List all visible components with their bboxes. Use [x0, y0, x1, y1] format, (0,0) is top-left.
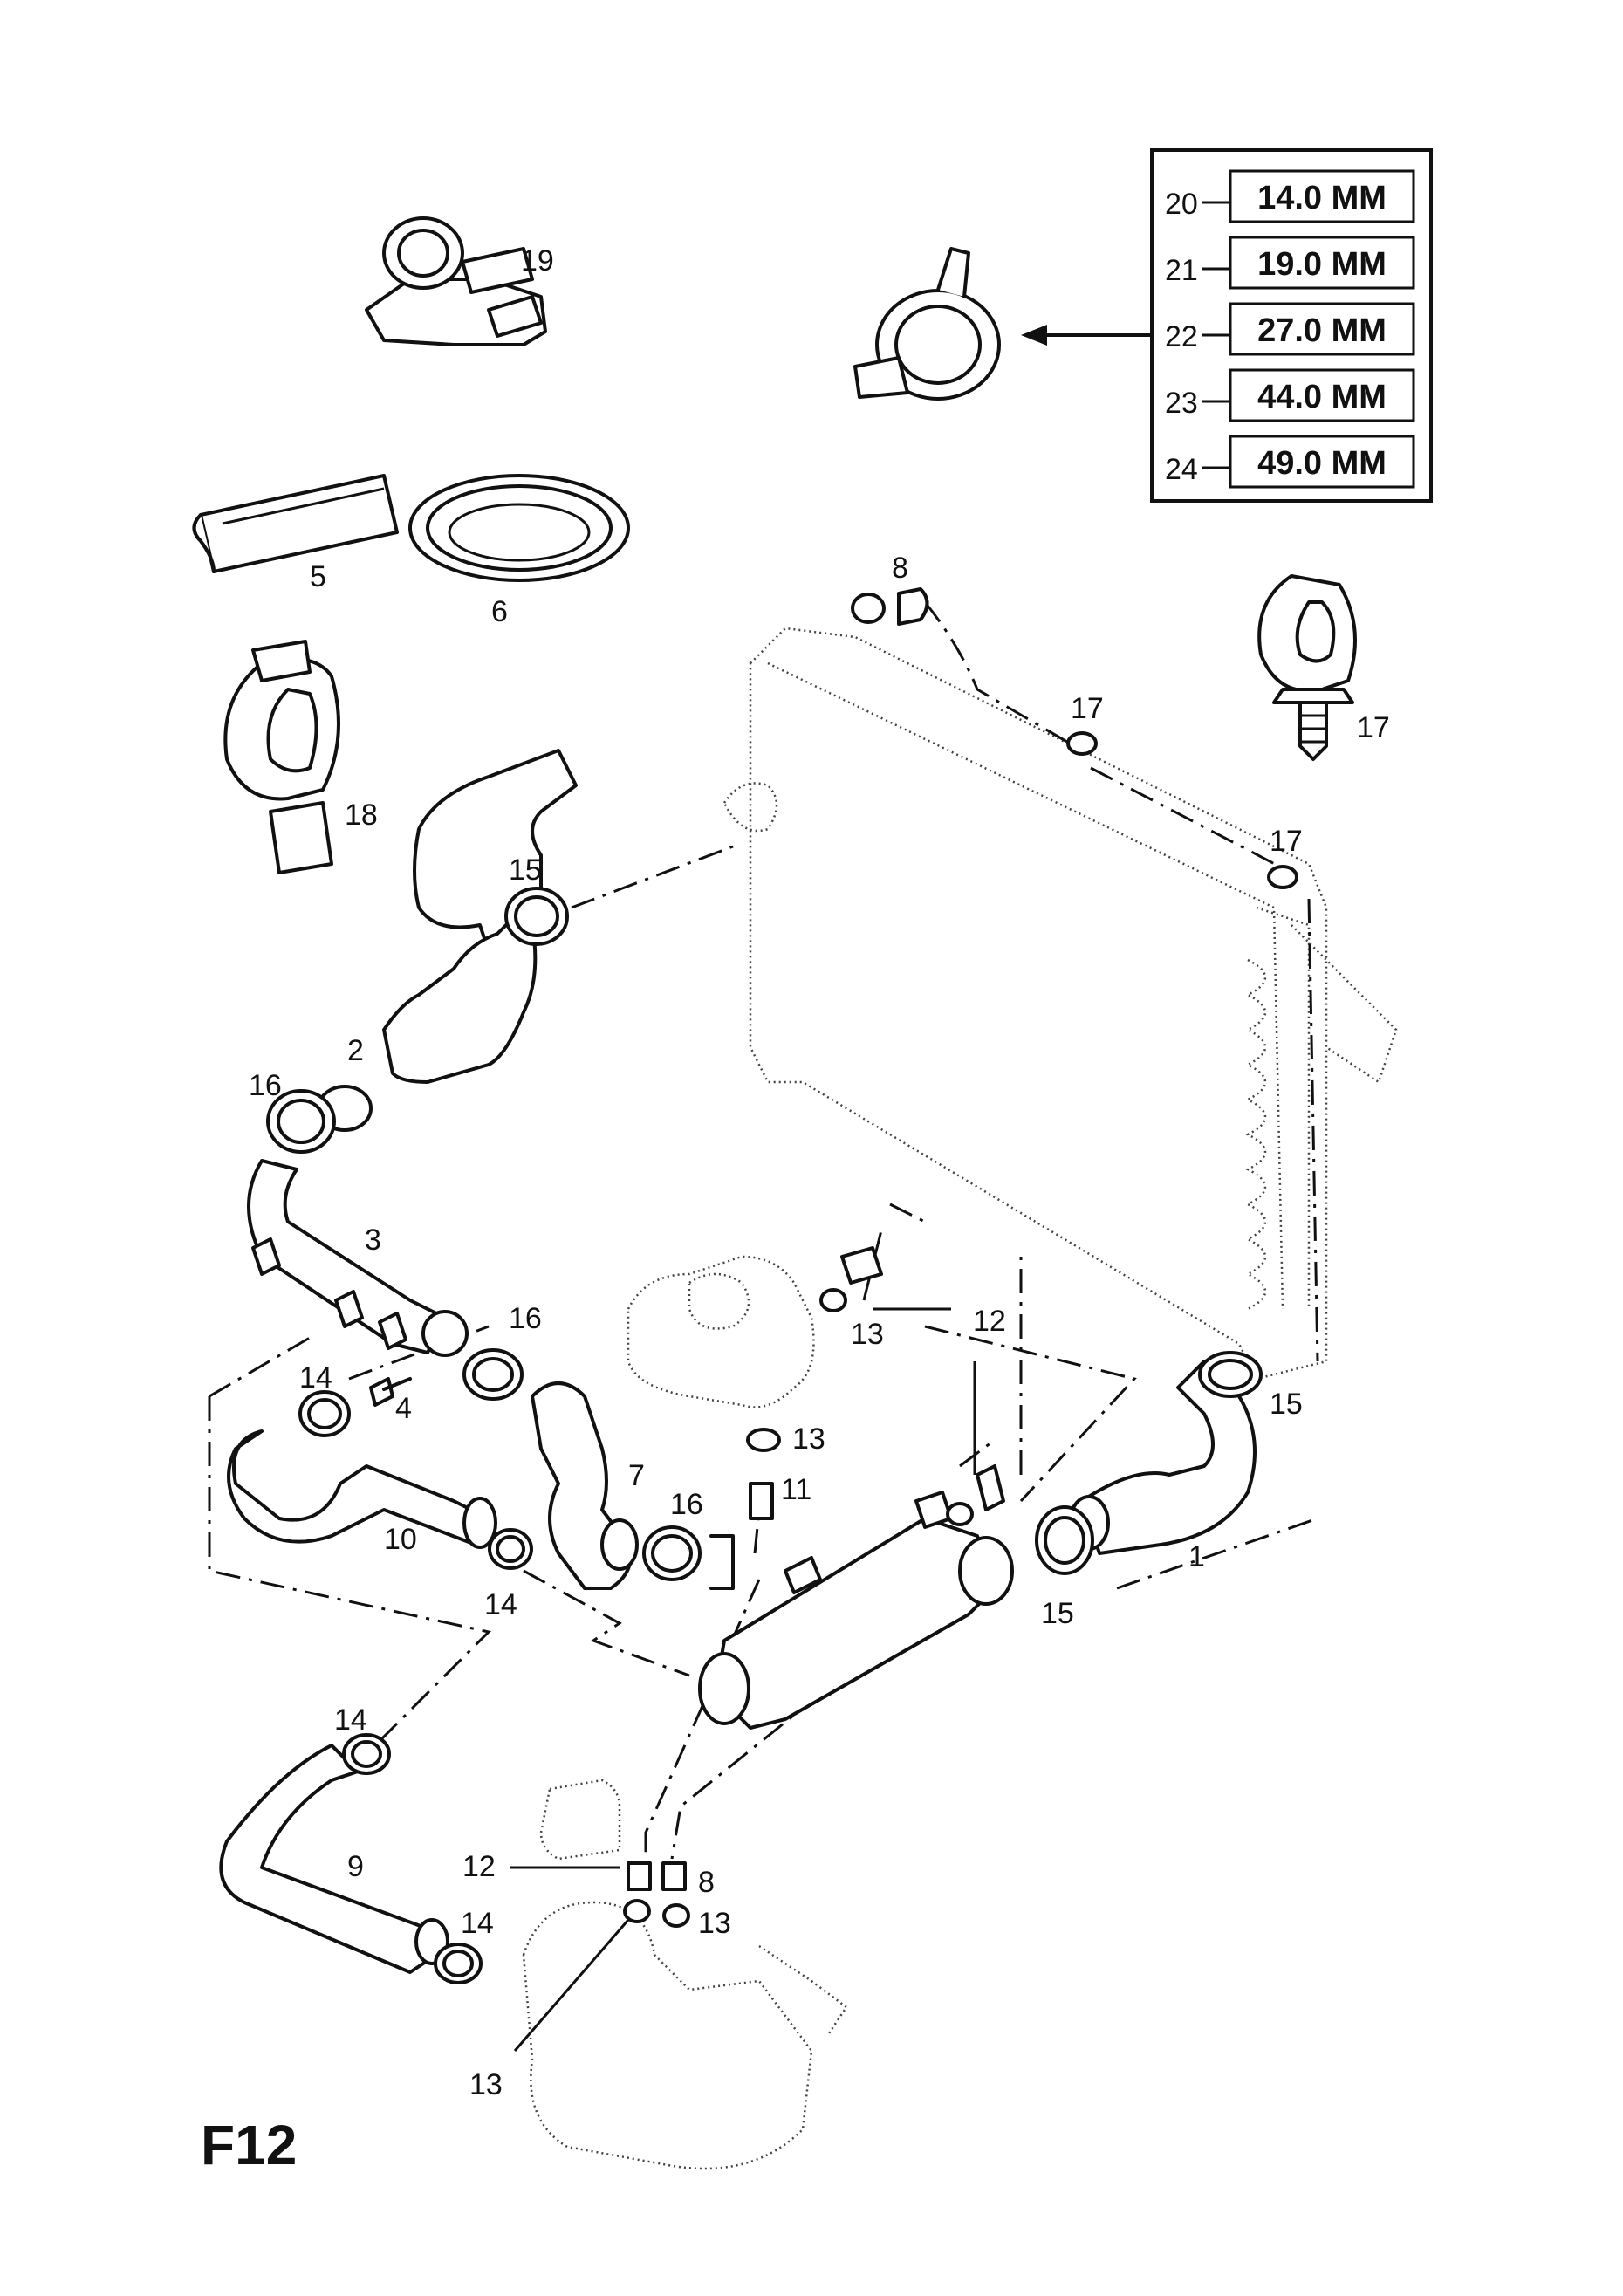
- callout-7: 7: [628, 1459, 645, 1492]
- callout-6: 6: [491, 595, 508, 628]
- radiator-outline: [722, 627, 1398, 1381]
- callout-8-lower: 8: [698, 1866, 715, 1899]
- hose-9: [219, 1744, 449, 1974]
- edge-trim: [192, 474, 399, 573]
- pipe-holder-bracket: [365, 216, 547, 346]
- bracket-clip: [223, 640, 340, 874]
- upper-hose-body: [382, 906, 538, 1084]
- callout-13-c: 13: [698, 1907, 731, 1940]
- small-clip: [1066, 731, 1298, 889]
- callout-2: 2: [347, 1034, 364, 1067]
- callout-17-b: 17: [1270, 825, 1303, 858]
- size-table: 20 14.0 MM 21 19.0 MM 22 27.0 MM 23 44.0…: [1150, 148, 1433, 503]
- thermostat-housing: [698, 1491, 1014, 1730]
- callout-13-d: 13: [469, 2068, 503, 2101]
- size-value: 44.0 MM: [1257, 379, 1387, 415]
- callout-16-c: 16: [670, 1488, 703, 1521]
- clamp: [1035, 1505, 1094, 1575]
- callout-1: 1: [1188, 1540, 1205, 1573]
- push-clip: [1257, 574, 1357, 761]
- figure-code: F12: [201, 2114, 297, 2176]
- clamp: [504, 887, 569, 946]
- callout-19: 19: [521, 244, 554, 278]
- clamp: [1198, 1351, 1263, 1398]
- callout-9: 9: [347, 1850, 364, 1883]
- clamp: [434, 1943, 483, 1984]
- callouts: 1 2 3 4 5 6 7 8 8 9 10 11 12 12 13 13 13…: [249, 244, 1390, 2101]
- callout-16: 16: [249, 1069, 282, 1102]
- size-ref: 20: [1165, 188, 1198, 221]
- callout-15-c: 15: [1041, 1597, 1074, 1630]
- size-value: 27.0 MM: [1257, 312, 1387, 349]
- size-row: 24 49.0 MM: [1165, 435, 1415, 489]
- size-value: 49.0 MM: [1257, 445, 1387, 482]
- callout-14: 14: [299, 1361, 332, 1395]
- callout-13: 13: [851, 1318, 884, 1351]
- callout-4: 4: [395, 1392, 412, 1425]
- clamp: [642, 1525, 735, 1590]
- size-ref: 24: [1165, 453, 1198, 486]
- coolant-pipe: [247, 1159, 469, 1357]
- clamp: [298, 1390, 351, 1437]
- callout-16-b: 16: [509, 1302, 542, 1335]
- size-row: 22 27.0 MM: [1165, 302, 1415, 356]
- callout-leaders: [510, 1307, 976, 2052]
- clamp: [342, 1733, 391, 1775]
- coiled-hose: [408, 474, 630, 582]
- size-row: 20 14.0 MM: [1165, 169, 1415, 223]
- size-ref: 22: [1165, 320, 1198, 353]
- callout-14-d: 14: [461, 1907, 494, 1940]
- callout-5: 5: [310, 560, 326, 593]
- size-row: 21 19.0 MM: [1165, 236, 1415, 290]
- hose-7: [531, 1381, 639, 1590]
- callout-17-c: 17: [1357, 711, 1390, 744]
- callout-15: 15: [509, 853, 542, 887]
- callout-11: 11: [781, 1473, 812, 1506]
- callout-13-b: 13: [792, 1422, 825, 1456]
- callout-14-c: 14: [334, 1703, 367, 1737]
- hose-10: [227, 1429, 497, 1549]
- clamp: [462, 1348, 524, 1401]
- size-value: 19.0 MM: [1257, 246, 1387, 283]
- callout-14-b: 14: [484, 1588, 517, 1621]
- arrow-to-clip: [1021, 325, 1152, 346]
- callout-17: 17: [1071, 692, 1104, 725]
- small-fitting: [746, 1428, 781, 1520]
- spring-clip-icon: [853, 247, 1001, 401]
- clamp: [266, 1089, 336, 1154]
- callout-18: 18: [345, 798, 378, 832]
- size-ref: 21: [1165, 254, 1198, 287]
- size-ref: 23: [1165, 387, 1198, 420]
- callout-8: 8: [892, 552, 908, 585]
- small-fitting: [623, 1861, 690, 1928]
- callout-12-lower: 12: [462, 1850, 496, 1883]
- clamp: [488, 1528, 533, 1570]
- size-value: 14.0 MM: [1257, 180, 1387, 216]
- small-fitting: [819, 1246, 1005, 1526]
- callout-10: 10: [384, 1523, 417, 1556]
- throttle-body-outline: [627, 1255, 815, 1408]
- small-hose-top: [851, 587, 929, 626]
- callout-12: 12: [973, 1305, 1006, 1338]
- callout-3: 3: [365, 1223, 381, 1257]
- expansion-tank-outline: [522, 1779, 848, 2170]
- bolt: [369, 1377, 412, 1407]
- size-row: 23 44.0 MM: [1165, 368, 1415, 422]
- callout-15-b: 15: [1270, 1388, 1303, 1421]
